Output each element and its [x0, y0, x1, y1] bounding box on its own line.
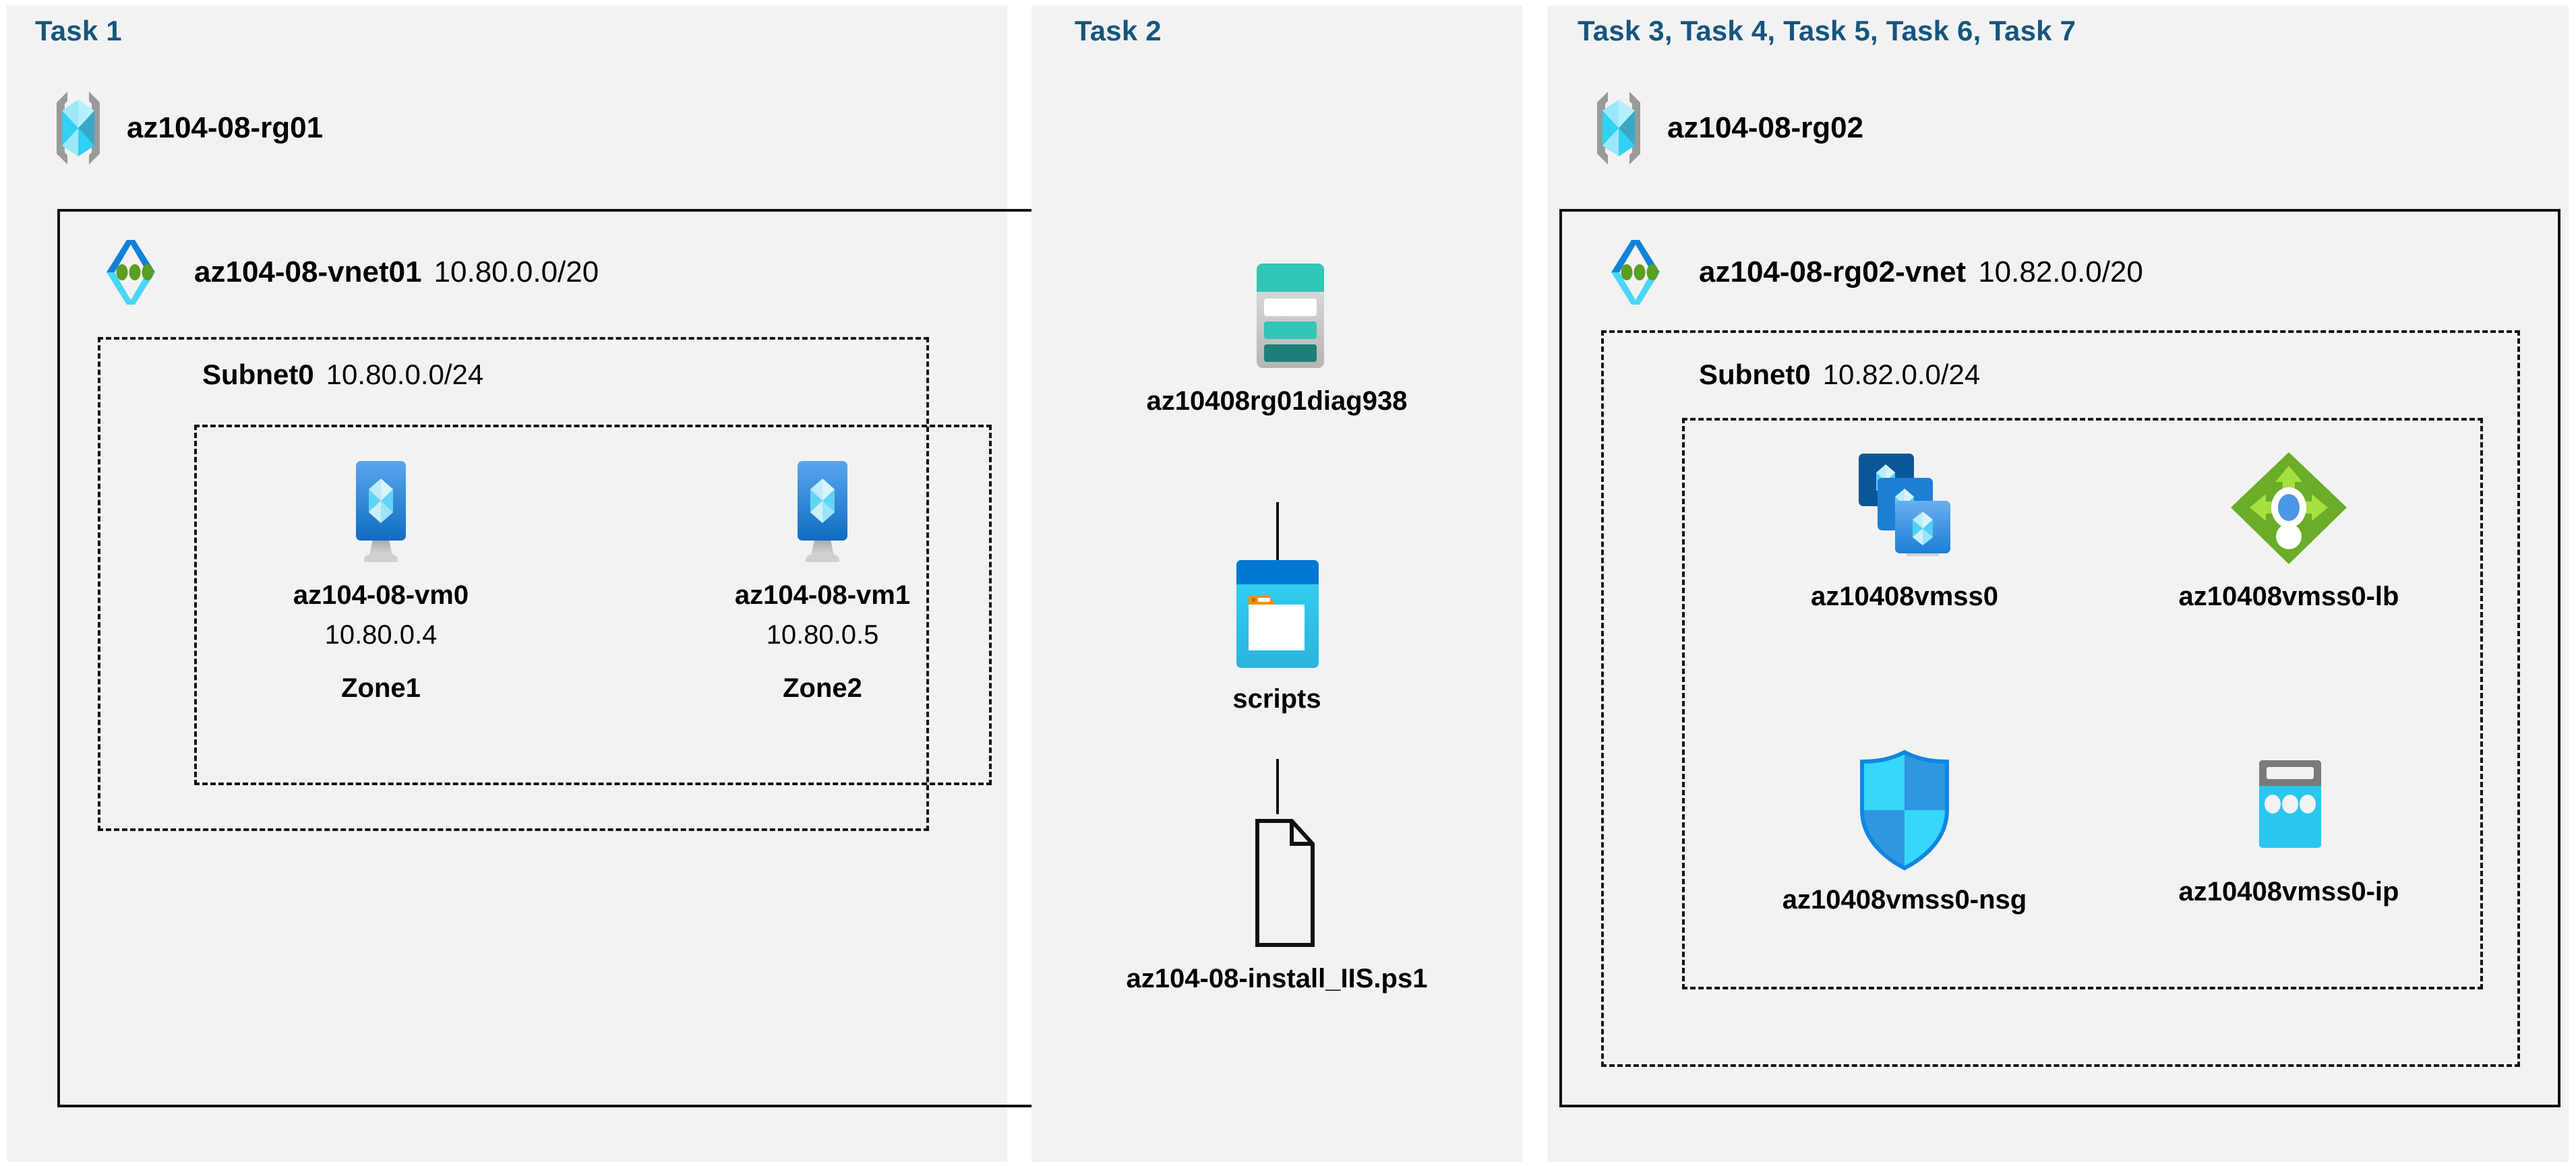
- vm0-name: az104-08-vm0: [293, 580, 469, 610]
- file-az104-08-install-iis-ps1: az104-08-install_IIS.ps1: [1075, 817, 1479, 994]
- task1-resource-group: az104-08-rg01: [47, 88, 323, 168]
- task1-subnet-cidr: 10.80.0.0/24: [326, 359, 484, 390]
- load-balancer-az10408vmss0-lb: az10408vmss0-lb: [2140, 448, 2437, 612]
- resource-group-icon: [1588, 88, 1650, 168]
- task3-7-resource-group: az104-08-rg02: [1588, 88, 1863, 168]
- connector-storage-to-scripts: [1276, 502, 1279, 560]
- task1-rg-name: az104-08-rg01: [127, 111, 324, 144]
- task1-vnet-name: az104-08-vnet01: [194, 255, 422, 288]
- panel-task1: [7, 5, 1007, 1162]
- vm1-zone: Zone2: [783, 673, 862, 703]
- task1-vnet-header: az104-08-vnet01 10.80.0.0/20: [100, 237, 599, 307]
- task3-7-vnet-name: az104-08-rg02-vnet: [1699, 255, 1967, 288]
- file-name: az104-08-install_IIS.ps1: [1126, 964, 1428, 993]
- task3-7-subnet-cidr: 10.82.0.0/24: [1822, 359, 1981, 390]
- task1-zone-box: [194, 425, 992, 785]
- blob-container-name: scripts: [1232, 684, 1321, 714]
- task3-7-resources-box: [1682, 418, 2483, 989]
- network-security-group-az10408vmss0-nsg: az10408vmss0-nsg: [1756, 748, 2053, 915]
- panel-task3-7: [1547, 5, 2569, 1162]
- task1-subnet-box: [98, 337, 929, 831]
- task1-subnet-label: Subnet0 10.80.0.0/24: [202, 359, 483, 391]
- vmss-name: az10408vmss0: [1810, 582, 1999, 611]
- storage-account-name: az10408rg01diag938: [1146, 386, 1408, 416]
- public-ip-address-icon: [2234, 754, 2345, 865]
- connector-scripts-to-file: [1276, 759, 1279, 814]
- lb-name: az10408vmss0-lb: [2178, 582, 2399, 611]
- vm-scale-set-az10408vmss0: az10408vmss0: [1756, 448, 2053, 612]
- virtual-network-icon: [100, 237, 174, 307]
- task3-7-vnet-cidr: 10.82.0.0/20: [1978, 255, 2143, 288]
- virtual-machine-icon: [772, 457, 873, 568]
- task3-7-rg-name: az104-08-rg02: [1667, 111, 1864, 144]
- virtual-network-icon: [1605, 237, 1679, 307]
- task3-7-subnet-label: Subnet0 10.82.0.0/24: [1699, 359, 1980, 391]
- task1-vnet-cidr: 10.80.0.0/20: [433, 255, 599, 288]
- task3-7-subnet-name: Subnet0: [1699, 359, 1811, 390]
- storage-account-az10408rg01diag938: az10408rg01diag938: [1075, 259, 1479, 417]
- task1-subnet-name: Subnet0: [202, 359, 314, 390]
- nsg-name: az10408vmss0-nsg: [1782, 885, 2027, 915]
- public-ip-address-az10408vmss0-ip: az10408vmss0-ip: [2140, 754, 2437, 907]
- task3-7-vnet-header: az104-08-rg02-vnet 10.82.0.0/20: [1605, 237, 2143, 307]
- load-balancer-icon: [2227, 448, 2352, 570]
- public-ip-name: az10408vmss0-ip: [2178, 877, 2399, 907]
- file-icon: [1226, 817, 1327, 952]
- blob-container-icon: [1216, 556, 1338, 672]
- task3-7-vnet-box: [1559, 209, 2560, 1107]
- vm-az104-08-vm1: az104-08-vm1 10.80.0.5 Zone2: [711, 457, 934, 704]
- vm-scale-set-icon: [1837, 448, 1972, 570]
- vm-az104-08-vm0: az104-08-vm0 10.80.0.4 Zone1: [270, 457, 492, 704]
- vm0-ip: 10.80.0.4: [324, 620, 438, 650]
- blob-container-scripts: scripts: [1075, 556, 1479, 714]
- storage-account-icon: [1213, 259, 1341, 374]
- task2-title: Task 2: [1075, 15, 1162, 47]
- virtual-machine-icon: [330, 457, 431, 568]
- resource-group-icon: [47, 88, 109, 168]
- vm1-name: az104-08-vm1: [734, 580, 911, 610]
- network-security-group-icon: [1854, 748, 1955, 873]
- task1-title: Task 1: [35, 15, 122, 47]
- vm1-ip: 10.80.0.5: [766, 620, 879, 650]
- vm0-zone: Zone1: [341, 673, 421, 703]
- task3-7-title: Task 3, Task 4, Task 5, Task 6, Task 7: [1578, 15, 2076, 47]
- task3-7-subnet-box: [1601, 330, 2520, 1067]
